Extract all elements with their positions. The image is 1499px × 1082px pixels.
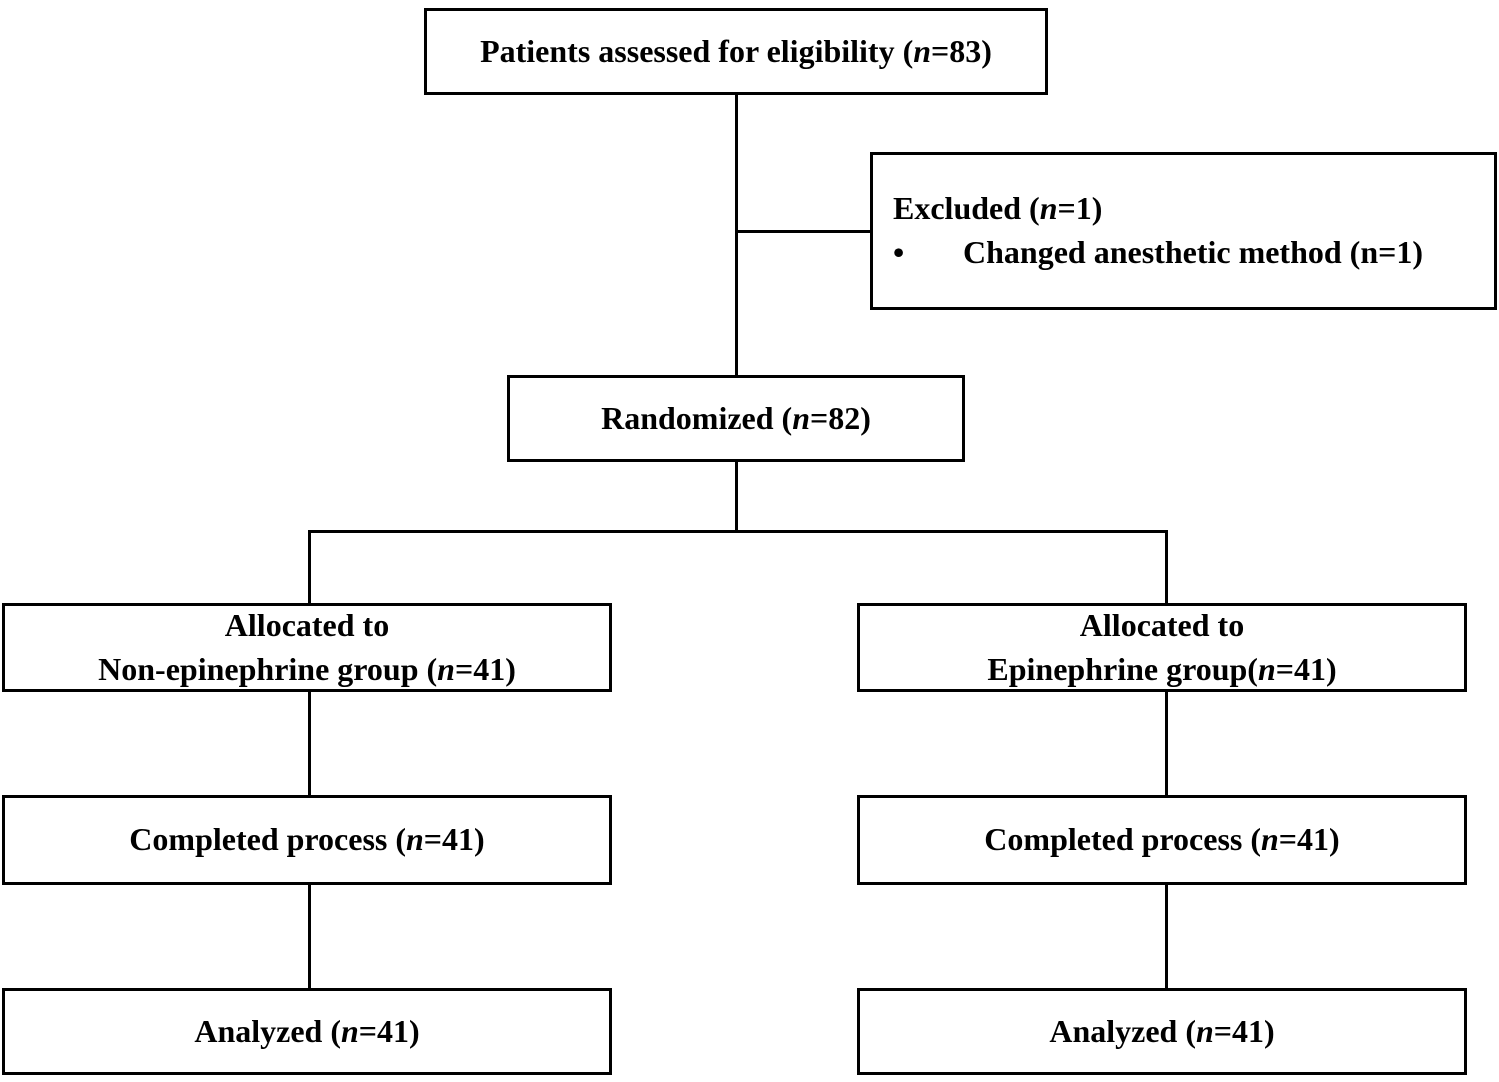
box-randomized: Randomized (n=82) [507, 375, 965, 462]
connector-to-excluded [735, 230, 870, 233]
box-allocation-non-epinephrine: Allocated to Non-epinephrine group (n=41… [2, 603, 612, 692]
box-analyzed-non-epinephrine-label: Analyzed (n=41) [194, 1012, 420, 1049]
connector-randomized-to-split [735, 462, 738, 532]
connector-completed-to-analyzed-left [308, 885, 311, 988]
box-completed-non-epinephrine: Completed process (n=41) [2, 795, 612, 885]
box-analyzed-epinephrine: Analyzed (n=41) [857, 988, 1467, 1075]
box-analyzed-epinephrine-label: Analyzed (n=41) [1049, 1012, 1275, 1049]
box-randomized-label: Randomized (n=82) [601, 399, 871, 436]
box-completed-non-epinephrine-label: Completed process (n=41) [129, 821, 485, 858]
box-analyzed-non-epinephrine: Analyzed (n=41) [2, 988, 612, 1075]
box-excluded-reason-text: Changed anesthetic method (n=1) [963, 234, 1424, 270]
connector-split-horizontal [308, 530, 1168, 533]
box-allocation-epinephrine-line1: Allocated to [1079, 606, 1245, 643]
connector-allocation-to-completed-left [308, 692, 311, 795]
box-allocation-non-epinephrine-line2: Non-epinephrine group (n=41) [98, 650, 516, 687]
box-allocation-epinephrine: Allocated to Epinephrine group(n=41) [857, 603, 1467, 692]
box-excluded-reason: • Changed anesthetic method (n=1) [893, 231, 1423, 275]
connector-split-to-allocation-left [308, 530, 311, 603]
connector-eligibility-to-randomized [735, 95, 738, 375]
box-completed-epinephrine: Completed process (n=41) [857, 795, 1467, 885]
connector-allocation-to-completed-right [1165, 692, 1168, 795]
box-excluded: Excluded (n=1) • Changed anesthetic meth… [870, 152, 1497, 310]
box-allocation-non-epinephrine-line1: Allocated to [224, 606, 390, 643]
box-eligibility-label: Patients assessed for eligibility (n=83) [480, 32, 992, 69]
box-excluded-label: Excluded (n=1) [893, 190, 1103, 227]
bullet-icon: • [893, 234, 905, 270]
box-completed-epinephrine-label: Completed process (n=41) [984, 821, 1340, 858]
box-allocation-epinephrine-line2: Epinephrine group(n=41) [987, 650, 1337, 687]
connector-completed-to-analyzed-right [1165, 885, 1168, 988]
box-eligibility: Patients assessed for eligibility (n=83) [424, 8, 1048, 95]
connector-split-to-allocation-right [1165, 530, 1168, 603]
